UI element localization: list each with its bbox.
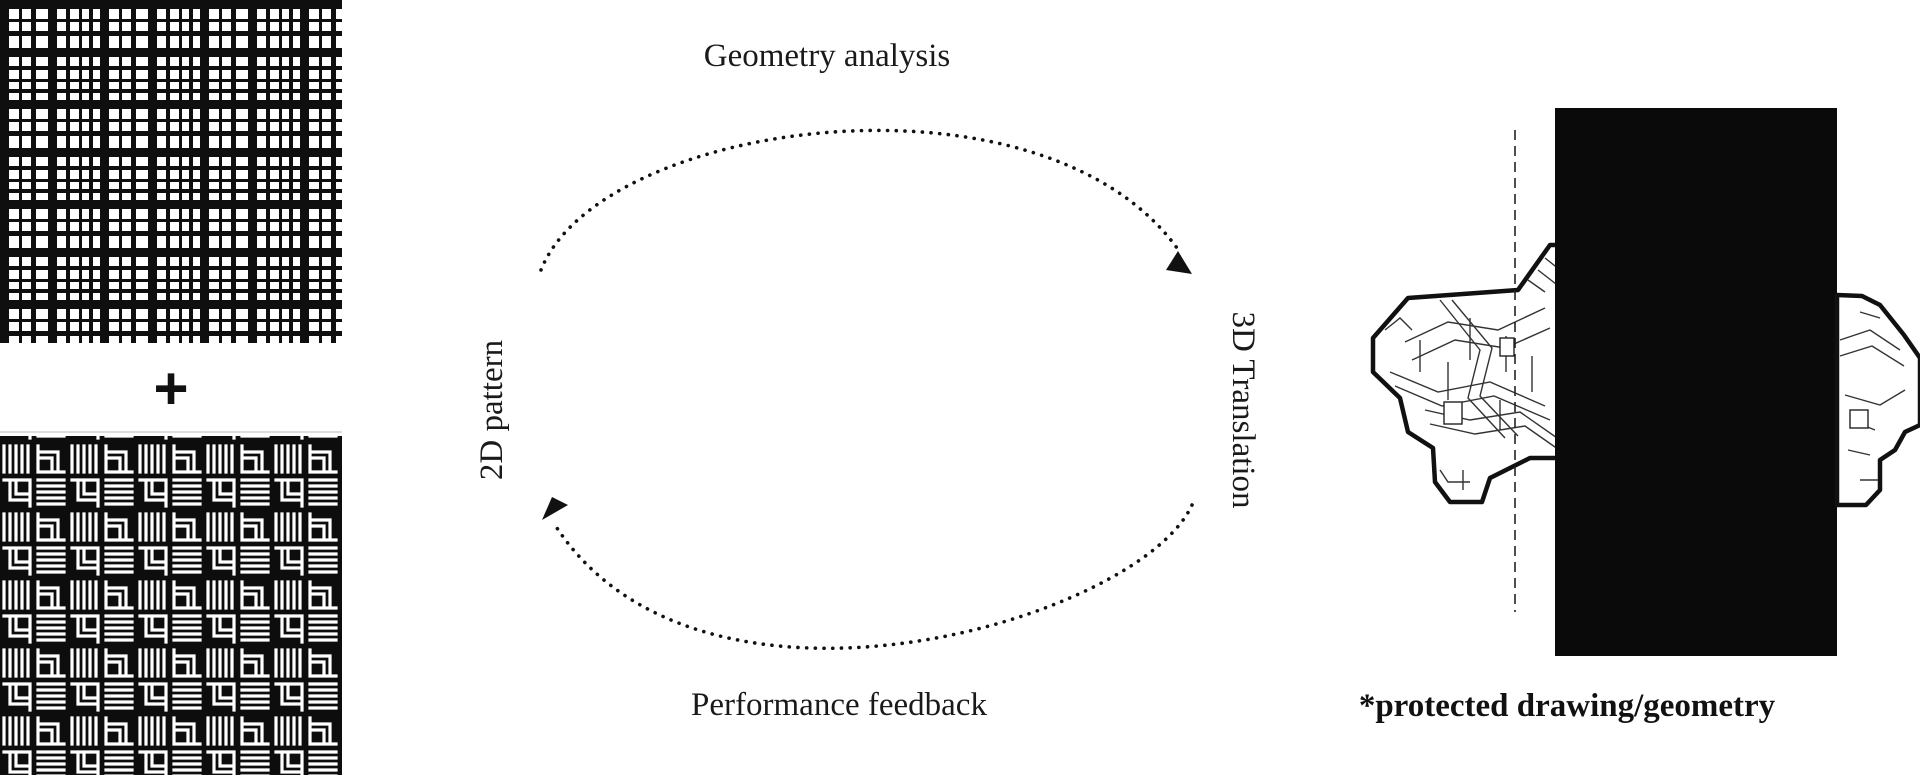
arrowhead-icon (542, 497, 568, 520)
lattice-module-drawing (1370, 242, 1610, 505)
fret-weave-pattern-image (0, 436, 342, 775)
protected-drawing-note: *protected drawing/geometry (1359, 688, 1776, 724)
performance-feedback-label: Performance feedback (691, 687, 987, 723)
geometry-analysis-label: Geometry analysis (704, 38, 951, 74)
plaid-pattern-image (0, 0, 342, 343)
3d-translation-label: 3D Translation (1225, 311, 1261, 508)
2d-pattern-label: 2D pattern (474, 340, 510, 480)
arrowhead-icon (1166, 251, 1192, 274)
redaction-block (1555, 108, 1837, 656)
plus-sign: + (153, 355, 188, 422)
lattice-module-drawing-right (1834, 292, 1920, 508)
